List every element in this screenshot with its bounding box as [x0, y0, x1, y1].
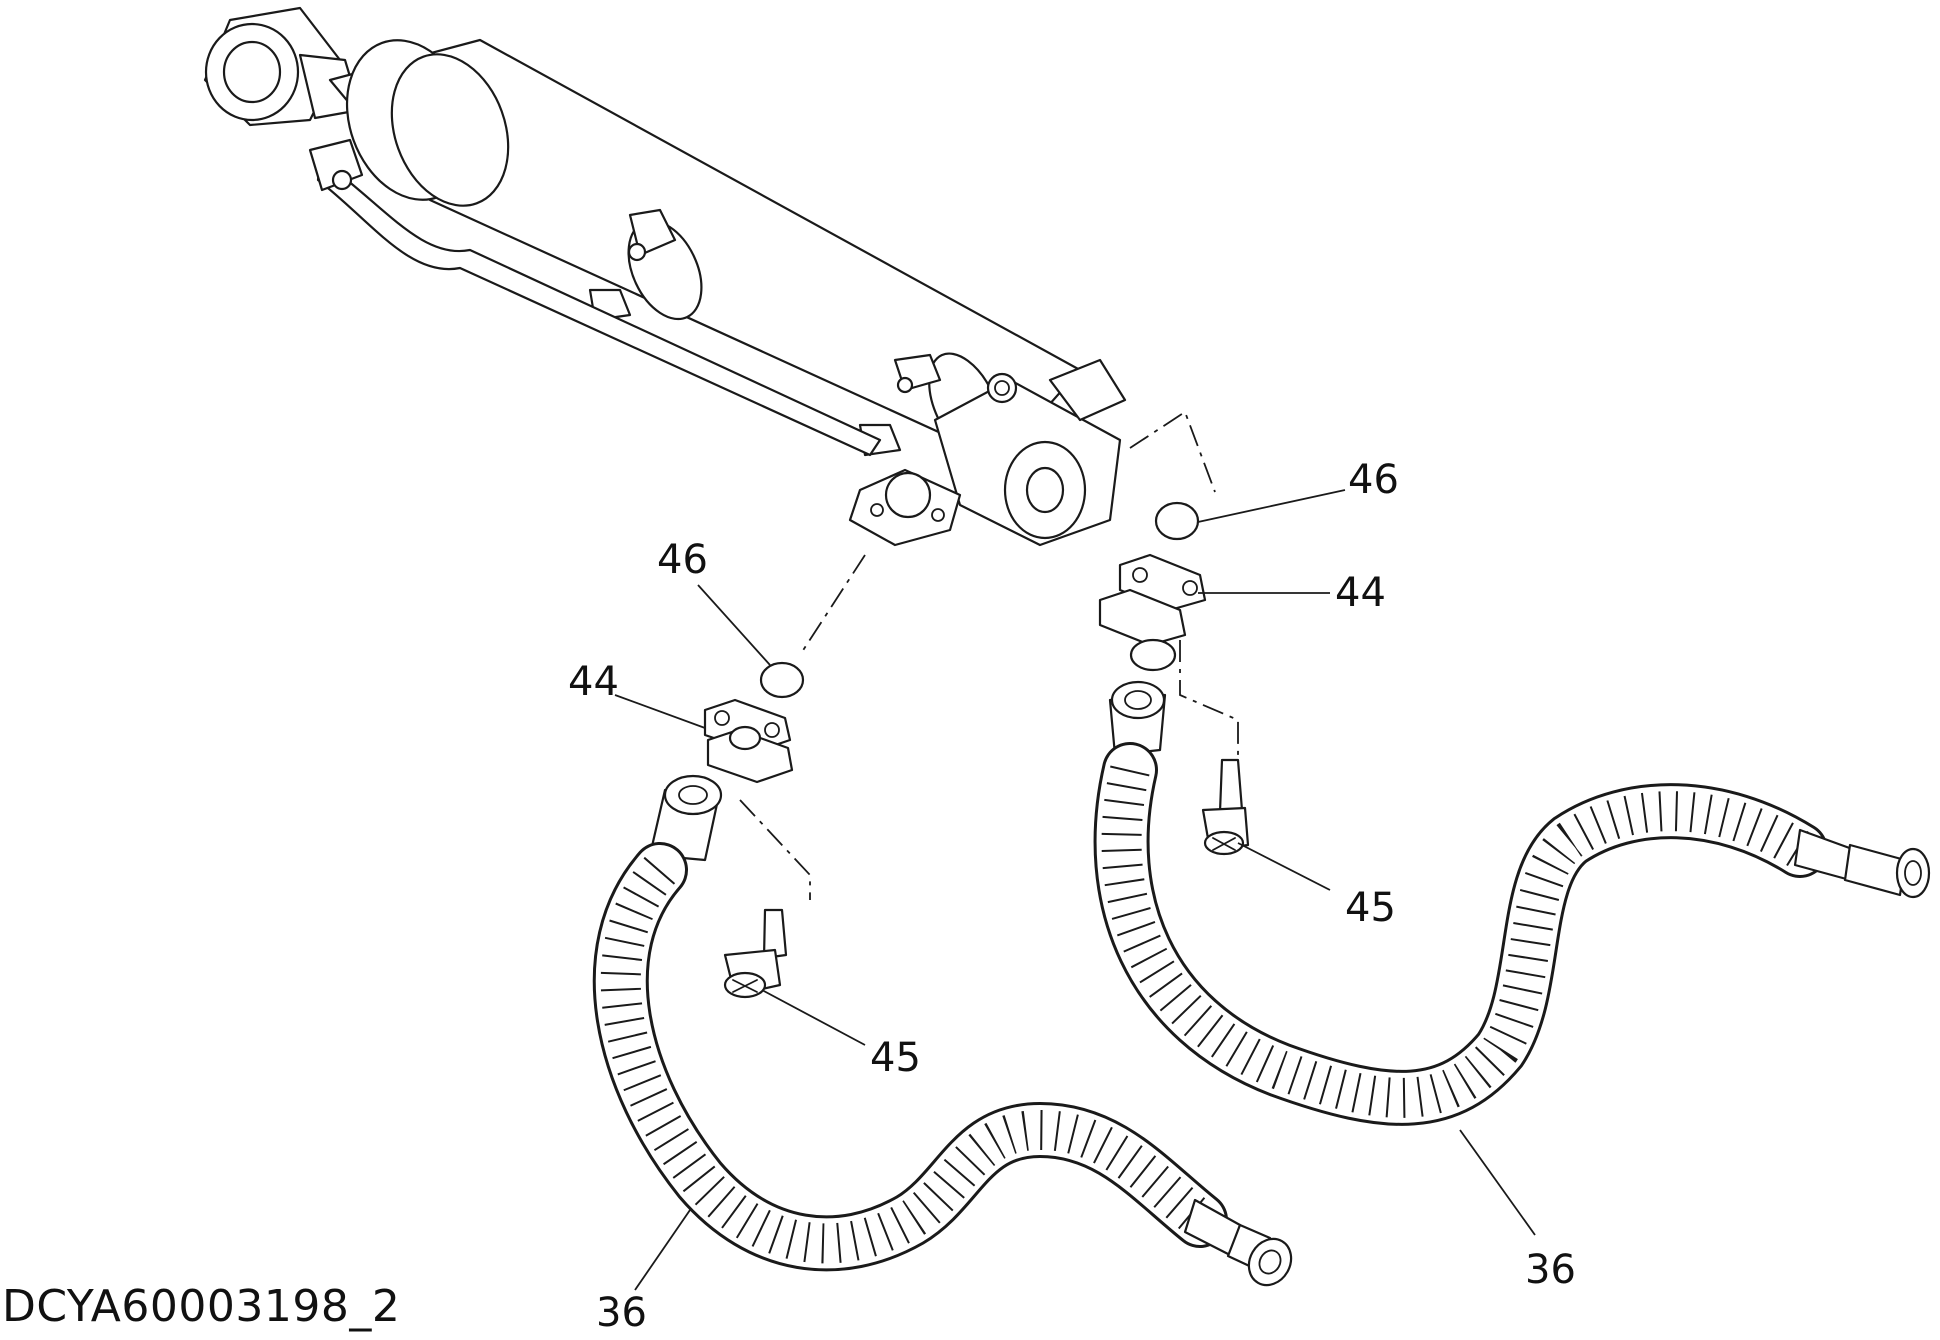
callout-45-left: 45 — [870, 1035, 921, 1081]
hose-right — [1093, 680, 1931, 1126]
callout-46-right: 46 — [1348, 457, 1399, 503]
cylinder-barrel — [328, 38, 1082, 462]
leader-46-right — [1197, 489, 1346, 523]
callout-44-right: 44 — [1335, 570, 1386, 616]
hydraulic-cylinder — [203, 6, 1127, 547]
callout-36-left: 36 — [596, 1290, 647, 1336]
callout-45-right: 45 — [1345, 885, 1396, 931]
leader-lines — [614, 489, 1536, 1291]
bolt-left — [723, 908, 788, 999]
alignment-lines — [739, 410, 1239, 900]
cylinder-head-end-block — [848, 358, 1127, 547]
cylinder-pipe — [308, 138, 882, 457]
drawing-reference-code: DCYA60003198_2 — [2, 1281, 401, 1332]
o-ring-left — [759, 661, 805, 699]
o-ring-right — [1154, 501, 1200, 541]
callout-36-right: 36 — [1525, 1247, 1576, 1293]
callout-44-left: 44 — [568, 659, 619, 705]
leader-45-left — [761, 989, 866, 1046]
hose-left — [592, 774, 1293, 1287]
bolt-right — [1201, 758, 1250, 856]
cylinder-rod-eye — [203, 6, 362, 127]
callout-46-left: 46 — [657, 537, 708, 583]
leader-44-left — [614, 694, 706, 729]
flange-half-right — [1098, 553, 1207, 672]
flange-half-left — [703, 698, 794, 784]
leader-36-right — [1459, 1129, 1536, 1236]
leader-46-left — [697, 584, 771, 666]
leader-36-left — [634, 1209, 691, 1291]
leader-45-right — [1237, 842, 1331, 891]
